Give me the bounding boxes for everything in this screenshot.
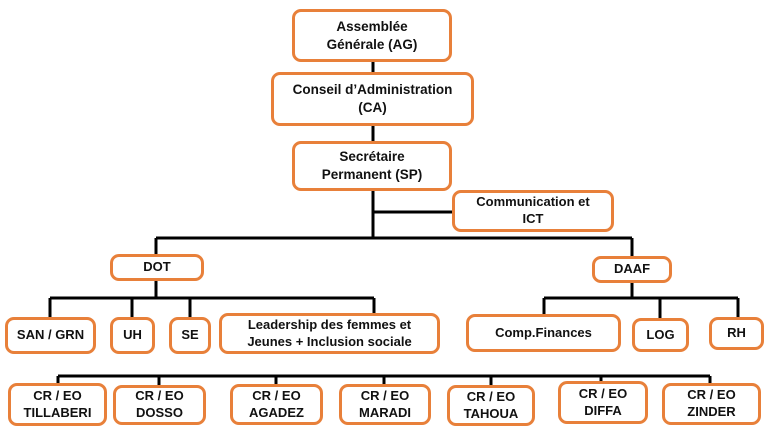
node-rh: RH (709, 317, 764, 350)
node-cr-maradi: CR / EO MARADI (339, 384, 431, 425)
node-cr-agadez: CR / EO AGADEZ (230, 384, 323, 425)
node-label: Leadership des femmes et Jeunes + Inclus… (247, 316, 412, 349)
node-label: Secrétaire Permanent (SP) (321, 149, 423, 182)
node-label: CR / EO AGADEZ (249, 387, 304, 420)
node-conseil-administration: Conseil d’Administration (CA) (271, 72, 474, 126)
node-label: CR / EO DOSSO (135, 388, 184, 420)
node-se: SE (169, 317, 211, 354)
node-label: CR / EO TILLABERI (23, 387, 92, 420)
node-assemblee-generale: Assemblée Générale (AG) (292, 9, 452, 62)
node-label: CR / EO ZINDER (687, 387, 736, 419)
node-label: DOT (143, 259, 171, 275)
node-label: SAN / GRN (16, 327, 85, 343)
node-secretaire-permanent: Secrétaire Permanent (SP) (292, 141, 452, 191)
node-daaf: DAAF (592, 256, 672, 283)
node-leadership: Leadership des femmes et Jeunes + Inclus… (219, 313, 440, 354)
node-communication-ict: Communication et ICT (452, 190, 614, 232)
node-label: CR / EO TAHOUA (463, 388, 519, 421)
node-label: LOG (646, 326, 675, 342)
node-dot: DOT (110, 254, 204, 281)
node-label: DAAF (613, 261, 651, 277)
node-label: RH (727, 325, 746, 341)
node-label: SE (181, 327, 199, 343)
node-label: Assemblée Générale (AG) (326, 18, 418, 52)
node-label: Comp.Finances (495, 324, 592, 340)
node-label: Conseil d’Administration (CA) (292, 82, 453, 115)
node-cr-tahoua: CR / EO TAHOUA (447, 385, 535, 426)
node-label: UH (123, 327, 142, 343)
node-label: Communication et ICT (476, 194, 590, 226)
node-label: CR / EO DIFFA (578, 385, 628, 418)
node-cr-tillaberi: CR / EO TILLABERI (8, 383, 107, 426)
node-cr-zinder: CR / EO ZINDER (662, 383, 761, 425)
node-cr-dosso: CR / EO DOSSO (113, 385, 206, 425)
node-comp-finances: Comp.Finances (466, 314, 621, 352)
node-cr-diffa: CR / EO DIFFA (558, 381, 648, 424)
node-uh: UH (110, 317, 155, 354)
node-san-grn: SAN / GRN (5, 317, 96, 354)
node-label: CR / EO MARADI (359, 387, 411, 420)
node-log: LOG (632, 318, 689, 352)
